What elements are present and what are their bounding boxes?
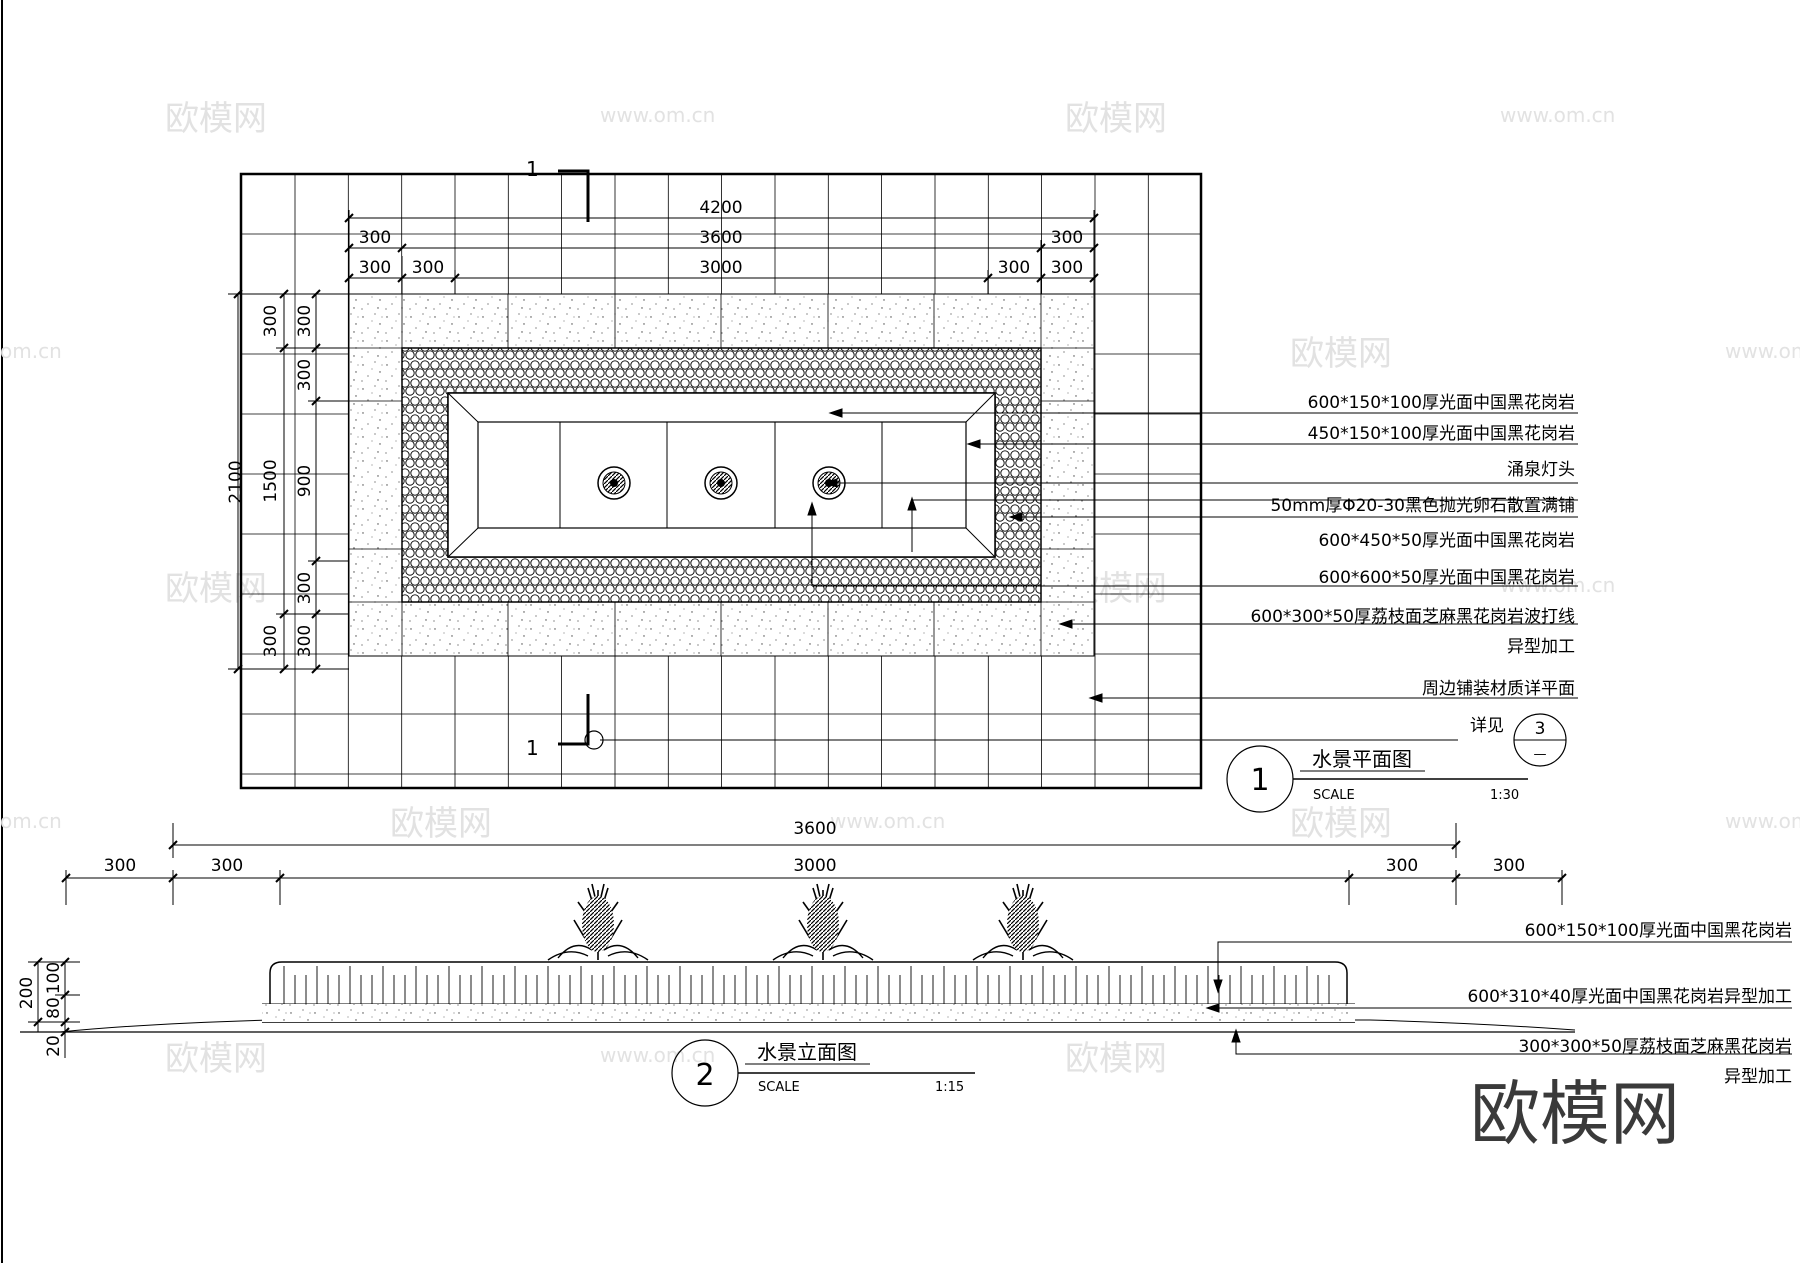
watermark-url: om.cn	[0, 339, 62, 363]
watermark-text: 欧模网	[165, 1039, 267, 1079]
dim-plan-segment: 300	[412, 258, 444, 278]
detail-ref-number: 3	[1535, 719, 1546, 739]
elev-dims-left	[28, 957, 80, 1058]
plan-view: 1 1	[226, 157, 1578, 813]
fountain-plant	[547, 883, 649, 961]
elev-scale-label: SCALE	[758, 1080, 800, 1095]
watermark-url: www.om.cn	[830, 809, 945, 833]
plan-leaders	[600, 408, 1578, 741]
fountain-light-head	[597, 466, 631, 500]
section-marker-bottom: 1	[526, 694, 604, 760]
feature-body-outline	[269, 961, 1348, 1022]
watermark-url: om.cn	[0, 809, 62, 833]
callout-label: 涌泉灯头	[1507, 460, 1575, 480]
callout-label: 600*300*50厚荔枝面芝麻黑花岗岩波打线	[1250, 607, 1575, 627]
plan-number: 1	[1250, 763, 1269, 798]
dim-elev-segment: 300	[1493, 856, 1525, 876]
watermark-text: 欧模网	[1290, 334, 1392, 374]
dim-plan-overall-width: 4200	[699, 198, 742, 218]
watermark-url: www.om.cn	[1725, 339, 1800, 363]
dim-plan-edge: 300	[1051, 228, 1083, 248]
dim-plan-inner-depth: 1500	[261, 459, 281, 502]
callout-label: 周边铺装材质详平面	[1422, 679, 1575, 699]
section-mark-label: 1	[526, 736, 539, 760]
watermark-url: www.om.cn	[600, 1043, 715, 1067]
elev-leaders	[1205, 941, 1792, 1055]
watermark-url: www.om.cn	[1500, 103, 1615, 127]
dim-elev-height: 200	[17, 977, 37, 1009]
callout-label: 异型加工	[1724, 1067, 1792, 1087]
plan-dims-left	[228, 289, 349, 674]
dim-plan-segment: 300	[295, 305, 315, 337]
plan-outer-frame	[239, 172, 1203, 790]
callout-label: 50mm厚Φ20-30黑色抛光卵石散置满铺	[1270, 496, 1575, 516]
dim-elev-segment: 300	[104, 856, 136, 876]
dim-elev-height: 80	[44, 997, 64, 1019]
dim-elev-segment: 300	[1386, 856, 1418, 876]
watermark-text: 欧模网	[165, 99, 267, 139]
dim-plan-overall-depth: 2100	[226, 460, 246, 503]
dim-plan-segment: 300	[295, 359, 315, 391]
dim-plan-segment: 300	[359, 258, 391, 278]
dim-plan-edge: 300	[359, 228, 391, 248]
detail-ref-sheet: —	[1534, 747, 1547, 762]
border-band-joints	[349, 294, 1094, 656]
dim-plan-segment: 3000	[699, 258, 742, 278]
dim-plan-segment: 900	[295, 465, 315, 497]
fountain-plant	[972, 883, 1074, 961]
section-mark-label: 1	[526, 157, 539, 181]
dim-elev-height: 100	[44, 962, 64, 994]
dim-plan-inner-width: 3600	[699, 228, 742, 248]
watermark-layer: 欧模网 www.om.cn 欧模网 www.om.cn om.cn 欧模网 ww…	[0, 99, 1800, 1079]
footing-speckle	[262, 1004, 1355, 1022]
brand-logo: 欧模网	[1470, 1073, 1680, 1155]
dim-elev-segment: 3000	[793, 856, 836, 876]
dim-plan-segment: 300	[295, 625, 315, 657]
pool-basin	[477, 421, 967, 529]
callout-label: 600*450*50厚光面中国黑花岗岩	[1318, 531, 1575, 551]
dim-plan-edge: 300	[261, 625, 281, 657]
callout-label: 300*300*50厚荔枝面芝麻黑花岗岩	[1518, 1037, 1792, 1057]
fountain-light-head	[704, 466, 738, 500]
elev-scale-value: 1:15	[935, 1080, 964, 1095]
callout-label: 450*150*100厚光面中国黑花岗岩	[1308, 424, 1575, 444]
plan-title: 水景平面图	[1312, 747, 1412, 771]
detail-ref-label: 详见	[1470, 716, 1504, 736]
fountain-plant	[772, 883, 874, 961]
elevation-view: 3600 300 300 3000 300 300	[17, 819, 1792, 1107]
watermark-url: www.om.cn	[600, 103, 715, 127]
watermark-text: 欧模网	[1065, 1039, 1167, 1079]
elev-number: 2	[695, 1058, 714, 1093]
dim-elev-overall: 3600	[793, 819, 836, 839]
callout-label: 600*150*100厚光面中国黑花岗岩	[1525, 921, 1792, 941]
callout-label: 600*150*100厚光面中国黑花岗岩	[1308, 393, 1575, 413]
elev-title: 水景立面图	[757, 1040, 857, 1064]
section-marker-top: 1	[526, 157, 590, 222]
detail-ref-bubble: 3 —	[1513, 713, 1567, 767]
callout-label: 600*600*50厚光面中国黑花岗岩	[1318, 568, 1575, 588]
dim-plan-segment: 300	[295, 572, 315, 604]
dim-plan-edge: 300	[261, 305, 281, 337]
coping-miters	[447, 392, 996, 558]
plan-scale-label: SCALE	[1313, 788, 1355, 803]
elev-dims-top	[61, 823, 1567, 905]
elev-title-block: 2 水景立面图 SCALE 1:15	[671, 1039, 975, 1107]
plan-scale-value: 1:30	[1490, 788, 1519, 803]
watermark-url: www.om.cn	[1500, 573, 1615, 597]
elevation-slats	[283, 966, 1330, 1004]
dim-plan-segment: 300	[998, 258, 1030, 278]
dim-elev-height: 20	[44, 1035, 64, 1057]
plan-title-block: 1 水景平面图 SCALE 1:30	[1226, 745, 1528, 813]
watermark-url: www.om.cn	[1725, 809, 1800, 833]
plan-dims-top	[344, 210, 1099, 294]
callout-label: 600*310*40厚光面中国黑花岗岩异型加工	[1467, 987, 1792, 1007]
watermark-text: 欧模网	[1065, 99, 1167, 139]
watermark-text: 欧模网	[390, 804, 492, 844]
dim-plan-segment: 300	[1051, 258, 1083, 278]
callout-label: 异型加工	[1507, 637, 1575, 657]
watermark-text: 欧模网	[1290, 804, 1392, 844]
dim-elev-segment: 300	[211, 856, 243, 876]
watermark-text: 欧模网	[165, 569, 267, 609]
